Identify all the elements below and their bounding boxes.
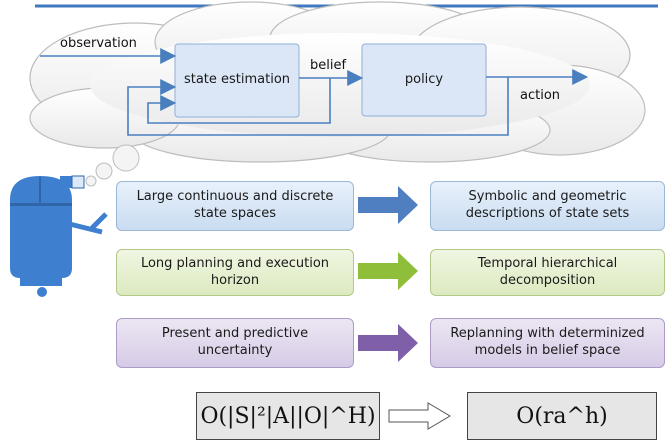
belief-label: belief <box>310 58 347 73</box>
observation-label: observation <box>60 36 137 51</box>
action-label: action <box>520 88 561 103</box>
thought-bubble-small <box>85 175 97 187</box>
row-1-left-box: Large continuous and discrete state spac… <box>116 181 354 231</box>
row-arrow-1 <box>358 186 418 224</box>
thought-bubble-large <box>112 144 140 172</box>
policy-box: policy <box>404 71 444 87</box>
row-3-left-box: Present and predictive uncertainty <box>116 318 354 368</box>
thought-cloud <box>29 1 646 163</box>
row-3-right-box: Replanning with determinized models in b… <box>430 318 665 368</box>
belief-feedback-loop <box>147 78 331 124</box>
state-estimation-box: state estimation <box>183 72 291 88</box>
complexity-before-text: O(|S|²|A||O|^H) <box>200 403 376 429</box>
row-arrow-3 <box>358 324 418 362</box>
row-2-left-box: Long planning and execution horizon <box>116 249 354 296</box>
row-2-right-box: Temporal hierarchical decomposition <box>430 249 665 296</box>
complexity-after-text: O(ra^h) <box>516 403 608 429</box>
row-1-right-box: Symbolic and geometric descriptions of s… <box>430 181 665 231</box>
thought-bubble-medium <box>95 162 113 180</box>
row-arrow-2 <box>358 252 418 290</box>
complexity-after: O(ra^h) <box>467 392 657 440</box>
complexity-arrow <box>388 402 451 430</box>
complexity-before: O(|S|²|A||O|^H) <box>196 392 380 440</box>
robot-icon <box>10 175 108 297</box>
action-feedback-loop <box>127 77 509 136</box>
